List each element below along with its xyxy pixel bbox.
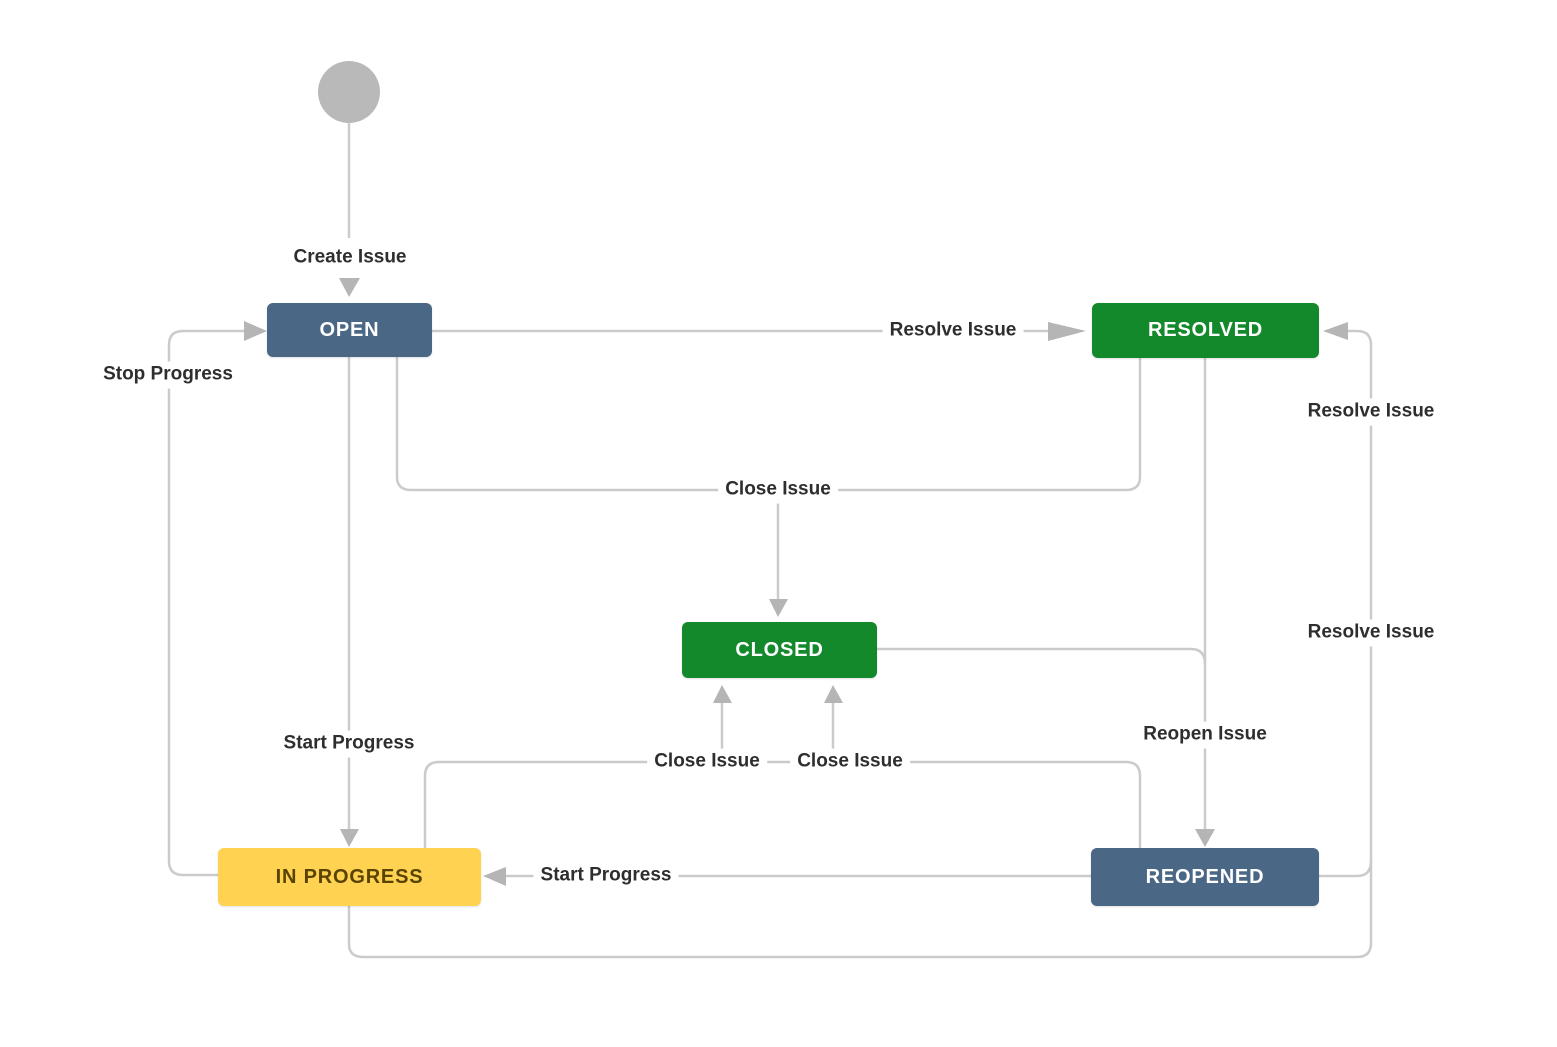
label-close-issue-bottom-left: Close Issue	[647, 748, 767, 776]
edge-inprogress-reopened-close-rail	[423, 760, 1142, 848]
label-close-issue-mid: Close Issue	[718, 476, 838, 504]
label-resolve-issue-top: Resolve Issue	[882, 317, 1024, 345]
label-resolve-issue-right-lower: Resolve Issue	[1300, 619, 1442, 647]
arrowhead-into-open-top	[339, 278, 360, 297]
node-in-progress[interactable]: IN PROGRESS	[218, 848, 481, 906]
node-open[interactable]: OPEN	[267, 303, 432, 357]
arrowhead-into-closed-bottom-left	[713, 685, 732, 703]
label-create-issue: Create Issue	[286, 244, 414, 272]
edge-closed-to-reopen-line	[877, 647, 1207, 665]
label-stop-progress: Stop Progress	[96, 361, 240, 389]
arrowhead-into-open-left	[244, 321, 267, 341]
label-close-issue-bottom-right: Close Issue	[790, 748, 910, 776]
node-closed[interactable]: CLOSED	[682, 622, 877, 678]
edge-reopened-join-right-rail	[1319, 860, 1373, 878]
arrowhead-into-reopened-top	[1195, 829, 1215, 847]
label-start-progress-left: Start Progress	[276, 730, 422, 758]
label-start-progress-right: Start Progress	[533, 862, 679, 890]
arrowhead-into-inprogress-top	[340, 829, 359, 847]
edge-inprogress-to-open	[167, 329, 244, 877]
start-node-circle	[318, 61, 380, 123]
edge-open-resolved-close-rail	[395, 357, 1142, 492]
node-reopened[interactable]: REOPENED	[1091, 848, 1319, 906]
label-reopen-issue: Reopen Issue	[1136, 721, 1274, 749]
arrowhead-into-closed-top	[769, 599, 788, 617]
arrowhead-into-resolved-right	[1323, 322, 1348, 340]
edge-inprogress-to-resolved	[347, 329, 1373, 959]
arrowhead-into-inprogress-right	[483, 867, 506, 886]
arrowhead-into-closed-bottom-right	[824, 685, 843, 703]
label-resolve-issue-right-upper: Resolve Issue	[1300, 398, 1442, 426]
node-resolved[interactable]: RESOLVED	[1092, 303, 1319, 358]
arrowhead-into-resolved-left	[1048, 322, 1086, 341]
